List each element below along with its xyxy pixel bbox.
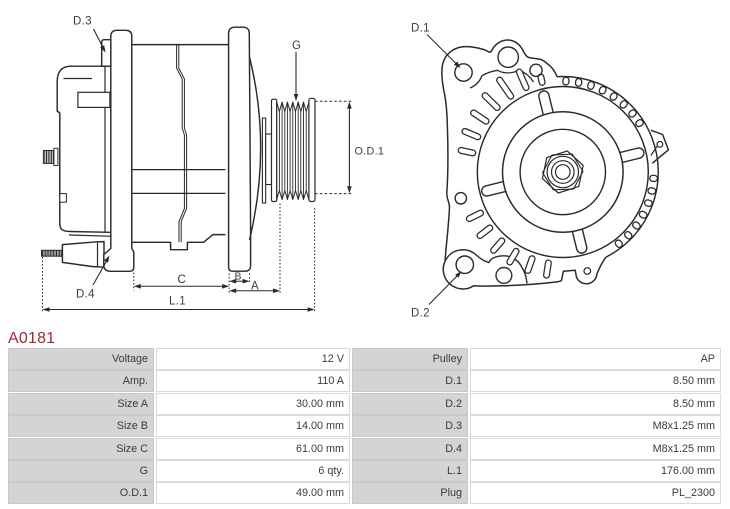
- svg-text:D.2: D.2: [411, 308, 430, 320]
- svg-text:D.3: D.3: [73, 16, 92, 28]
- svg-text:G: G: [292, 40, 301, 52]
- svg-text:D.1: D.1: [411, 23, 430, 35]
- svg-text:L.1: L.1: [169, 296, 186, 308]
- svg-text:D.4: D.4: [76, 289, 95, 301]
- svg-text:O.D.1: O.D.1: [355, 145, 385, 157]
- svg-text:A: A: [251, 281, 259, 293]
- svg-text:C: C: [178, 274, 187, 286]
- svg-text:B: B: [235, 271, 242, 283]
